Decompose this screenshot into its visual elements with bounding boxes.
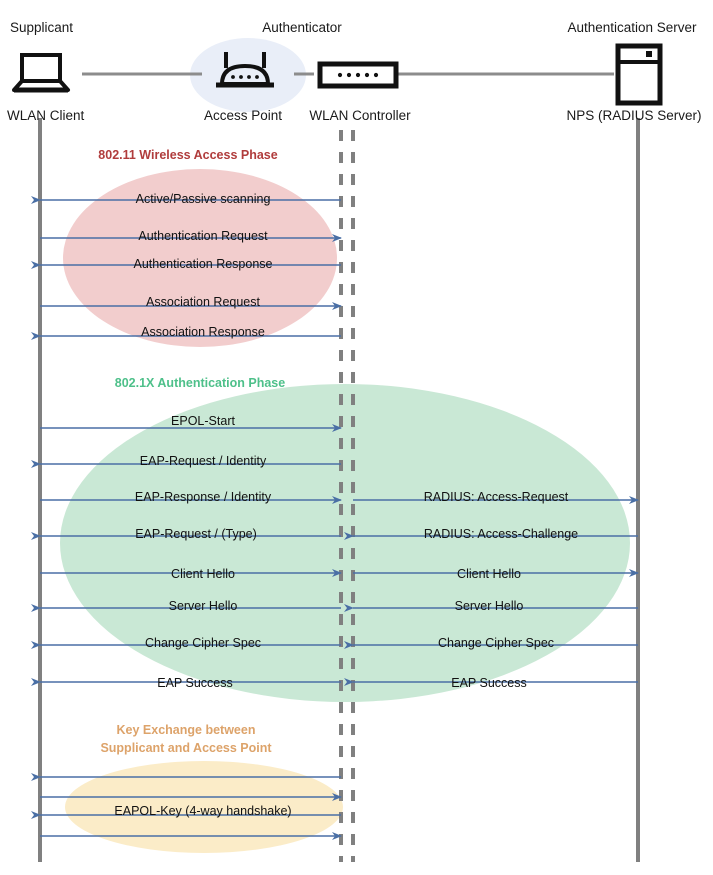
authenticator-halo xyxy=(190,38,306,112)
wlan-controller-icon xyxy=(317,61,399,89)
message-label: Change Cipher Spec xyxy=(437,636,555,650)
phase-label-keyexchange-line1: Key Exchange between xyxy=(116,723,256,737)
message-label: RADIUS: Access-Challenge xyxy=(423,527,579,541)
actor-device-wlan-controller: WLAN Controller xyxy=(309,108,411,123)
message-label: Authentication Request xyxy=(138,229,268,243)
phase-label-keyexchange-line2: Supplicant and Access Point xyxy=(100,741,272,755)
laptop-icon xyxy=(12,53,70,93)
message-label: EAP-Request / Identity xyxy=(139,454,267,468)
message-label: Server Hello xyxy=(168,599,238,613)
phase-label-8021x: 802.1X Authentication Phase xyxy=(114,376,286,390)
access-point-icon xyxy=(216,52,274,88)
message-label: EAP Success xyxy=(157,676,233,690)
message-label: EAP Success xyxy=(451,676,527,690)
arrow-group-right xyxy=(344,496,639,686)
message-label: EAP-Request / (Type) xyxy=(135,527,257,541)
phase-keyex-ellipse xyxy=(65,761,343,853)
message-label: Association Response xyxy=(141,325,265,339)
actor-role-authenticator: Authenticator xyxy=(262,20,342,35)
message-label: Server Hello xyxy=(454,599,524,613)
message-label: Client Hello xyxy=(457,567,521,581)
message-label: Association Request xyxy=(146,295,260,309)
actor-device-wlan-client: WLAN Client xyxy=(7,108,85,123)
actor-device-nps: NPS (RADIUS Server) xyxy=(566,108,702,123)
message-label: EAPOL-Key (4-way handshake) xyxy=(114,804,292,818)
message-label: EAP-Response / Identity xyxy=(134,490,272,504)
message-label: Authentication Response xyxy=(133,257,273,271)
message-label: RADIUS: Access-Request xyxy=(423,490,569,504)
actor-role-authentication-server: Authentication Server xyxy=(567,20,697,35)
server-icon xyxy=(615,43,663,106)
phase-8021x-ellipse xyxy=(60,384,630,702)
arrow-group-left xyxy=(31,196,342,840)
message-label: Client Hello xyxy=(171,567,235,581)
message-label: EPOL-Start xyxy=(171,414,235,428)
actor-role-supplicant: Supplicant xyxy=(10,20,74,35)
message-label: Change Cipher Spec xyxy=(144,636,262,650)
actor-device-access-point: Access Point xyxy=(203,108,283,123)
phase-80211-ellipse xyxy=(63,169,337,347)
message-label: Active/Passive scanning xyxy=(135,192,271,206)
phase-label-80211: 802.11 Wireless Access Phase xyxy=(98,148,278,162)
